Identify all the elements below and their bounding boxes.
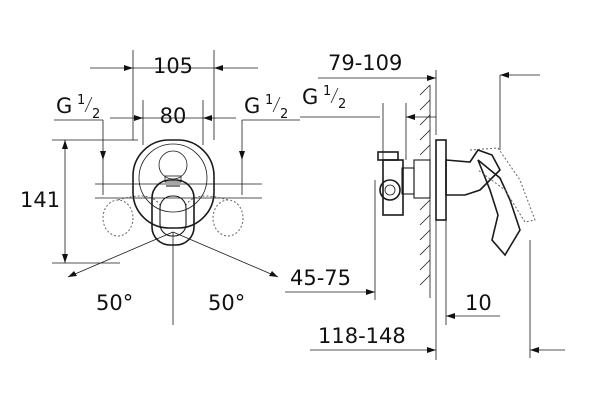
width-inner-label: 80 — [160, 104, 187, 128]
dimension-width-105: 105 — [90, 50, 258, 140]
angle-right-label: 50° — [208, 291, 245, 315]
thread-right-den: 2 — [280, 107, 288, 122]
handle-range-label: 45-75 — [290, 266, 351, 290]
thread-label-side: G 1 2 — [300, 84, 436, 160]
dimension-width-80: 80 — [110, 100, 236, 145]
dimension-height-141: 141 — [20, 139, 138, 264]
width-outer-label: 105 — [153, 54, 193, 78]
thread-left-num: 1 — [77, 93, 85, 108]
side-view: 79-109 G 1 2 — [285, 51, 565, 360]
angle-left-label: 50° — [96, 291, 133, 315]
total-range-label: 118-148 — [318, 324, 406, 348]
thread-side-den: 2 — [338, 97, 346, 112]
height-label: 141 — [20, 188, 60, 212]
thread-left-den: 2 — [92, 107, 100, 122]
thread-label-right: G 1 2 — [239, 93, 300, 195]
thread-right-num: 1 — [265, 93, 273, 108]
thread-side-letter: G — [302, 85, 318, 109]
dimension-handle: 45-75 — [285, 180, 376, 300]
valve-body — [377, 151, 431, 216]
plate-thickness-label: 10 — [465, 291, 492, 315]
front-view: 105 80 G 1 2 G 1 2 — [20, 50, 300, 325]
handle-side — [445, 147, 536, 257]
thread-label-left: G 1 2 — [54, 93, 106, 195]
dimension-total: 118-148 — [310, 72, 565, 358]
dimension-plate: 10 — [435, 220, 500, 360]
thread-side-num: 1 — [323, 84, 331, 99]
thread-right-letter: G — [244, 94, 260, 118]
escutcheon-side — [435, 139, 447, 221]
depth-range-label: 79-109 — [328, 51, 402, 75]
escutcheon-plate — [132, 139, 215, 229]
dimension-depth: 79-109 — [318, 51, 437, 135]
thread-left-letter: G — [56, 94, 72, 118]
